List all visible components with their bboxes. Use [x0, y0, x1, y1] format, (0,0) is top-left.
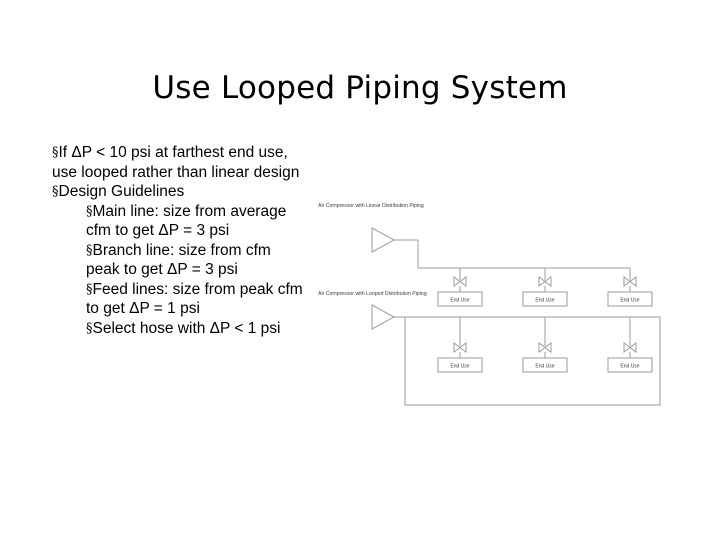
- compressor-icon-linear: [371, 227, 396, 253]
- bullet-marker: §: [52, 145, 59, 160]
- end-use-label-looped-3: End Use: [620, 364, 639, 370]
- list-item: §Select hose with ΔP < 1 psi: [52, 319, 304, 339]
- end-use-label-looped-2: End Use: [535, 364, 554, 370]
- end-use-label-looped-1: End Use: [450, 364, 469, 370]
- list-item-text: Main line: size from average cfm to get …: [86, 202, 287, 240]
- bullet-marker: §: [52, 184, 59, 199]
- list-item-text: Branch line: size from cfm peak to get Δ…: [86, 241, 271, 279]
- diagram-caption-looped: Air Compressor with Looped Distribution …: [318, 291, 427, 297]
- end-use-box-looped-3: [607, 357, 653, 373]
- valve-icon-linear-2: [538, 276, 552, 287]
- bullet-list: §If ΔP < 10 psi at farthest end use, use…: [52, 143, 304, 338]
- diagram-caption-linear: Air Compressor with Linear Distribution …: [318, 203, 424, 209]
- list-item-text: Design Guidelines: [58, 183, 185, 200]
- list-item: §Feed lines: size from peak cfm to get Δ…: [52, 280, 304, 319]
- valve-icon-looped-2: [538, 342, 552, 353]
- valve-icon-linear-3: [623, 276, 637, 287]
- loop-main-line: [404, 316, 661, 406]
- list-item: §If ΔP < 10 psi at farthest end use, use…: [52, 143, 304, 182]
- piping-diagram: Air Compressor with Linear Distribution …: [310, 180, 680, 415]
- end-use-box-looped-1: [437, 357, 483, 373]
- end-use-box-linear-1: [437, 291, 483, 307]
- end-use-box-linear-2: [522, 291, 568, 307]
- list-item: §Main line: size from average cfm to get…: [52, 202, 304, 241]
- end-use-label-linear-1: End Use: [450, 298, 469, 304]
- list-item-text: If ΔP < 10 psi at farthest end use, use …: [52, 144, 300, 181]
- valve-icon-looped-3: [623, 342, 637, 353]
- end-use-box-linear-3: [607, 291, 653, 307]
- list-item-text: Select hose with ΔP < 1 psi: [92, 319, 281, 337]
- compressor-icon-looped: [371, 304, 396, 330]
- bullet-marker: §: [86, 320, 93, 336]
- end-use-box-looped-2: [522, 357, 568, 373]
- end-use-label-linear-3: End Use: [620, 298, 639, 304]
- valve-icon-linear-1: [453, 276, 467, 287]
- list-item: §Branch line: size from cfm peak to get …: [52, 241, 304, 280]
- list-item-text: Feed lines: size from peak cfm to get ΔP…: [86, 280, 303, 318]
- valve-icon-looped-1: [453, 342, 467, 353]
- end-use-label-linear-2: End Use: [535, 298, 554, 304]
- list-item: §Design Guidelines: [52, 182, 304, 202]
- bullet-marker: §: [86, 281, 93, 297]
- bullet-marker: §: [86, 242, 93, 258]
- bullet-marker: §: [86, 203, 93, 219]
- page-title: Use Looped Piping System: [152, 70, 568, 106]
